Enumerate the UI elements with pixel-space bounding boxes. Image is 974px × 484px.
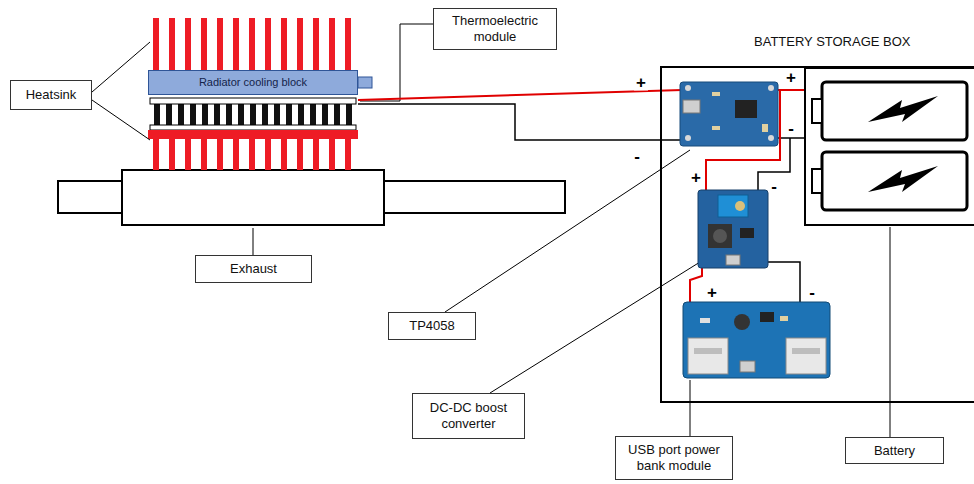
polarity-sign: - [632,148,642,165]
fin [201,139,207,170]
fin [281,139,287,170]
teg-leg [334,104,340,125]
teg-leg [226,104,232,125]
fin [169,18,175,70]
fin [153,139,159,170]
red-wire [690,268,702,302]
callout-box: TP4058 [388,312,476,340]
node-label: Radiator cooling block [199,76,307,88]
polarity-sign: - [786,120,796,137]
teg-leg [154,104,160,125]
black-wire [778,137,806,139]
fin [313,18,319,70]
radiator-block: Radiator cooling block [148,70,358,95]
teg-leg [274,104,280,125]
teg-leg [250,104,256,125]
leader-line [490,262,700,393]
teg-leg [190,104,196,125]
fin [249,18,255,70]
fin [313,139,319,170]
leader-line [92,42,150,92]
leader-line [253,228,254,255]
teg-plate [150,98,356,104]
fin [169,139,175,170]
black-wire [766,262,800,302]
polarity-sign: - [769,178,779,195]
node-label: USB port power bank module [622,442,726,473]
leader-line [445,150,690,312]
fin [329,18,335,70]
block-nozzle [358,77,372,88]
teg-leg [310,104,316,125]
polarity-sign: - [807,284,817,301]
teg-leg [346,104,352,125]
teg-leg [166,104,172,125]
callout-box: Battery [845,437,944,464]
teg-leg [238,104,244,125]
box-heading: BATTERY STORAGE BOX [754,34,911,49]
callout-box: Thermoelectric module [433,8,557,50]
fin [201,18,207,70]
fin [185,18,191,70]
fin [185,139,191,170]
tp4058-board [680,82,778,146]
exhaust-body [122,170,384,225]
polarity-sign: + [689,169,703,186]
battery-pack [805,68,974,225]
teg-leg [322,104,328,125]
node-label: Thermoelectric module [440,13,550,44]
fin [297,139,303,170]
storage-box: BATTERY STORAGE BOX [660,66,974,403]
fin [233,18,239,70]
teg-leg [286,104,292,125]
fin [281,18,287,70]
teg-plate [150,125,356,130]
callout-box: Heatsink [10,80,92,110]
fin [345,139,351,170]
node-label: Exhaust [230,261,277,277]
leader-line [890,227,891,437]
teg-leg [298,104,304,125]
fin [153,18,159,70]
fin [217,18,223,70]
fin [249,139,255,170]
node-label: DC-DC boost converter [419,400,518,431]
leader-line [360,24,433,101]
callout-box: DC-DC boost converter [412,393,525,439]
red-wire [358,90,682,100]
black-wire [358,104,682,140]
fin [345,18,351,70]
fin [265,139,271,170]
leader-line [92,100,150,140]
node-label: Heatsink [26,87,77,103]
usb-board [683,302,830,378]
fin [217,139,223,170]
polarity-sign: + [634,74,648,91]
polarity-sign: + [705,284,719,301]
boost-board [698,190,768,268]
teg-leg [178,104,184,125]
callout-box: USB port power bank module [615,436,733,480]
node-label: Battery [874,443,915,459]
leader-line [690,380,691,436]
heatsink-base [148,130,358,139]
teg-leg [214,104,220,125]
fin [265,18,271,70]
fin [233,139,239,170]
leader-lines [92,24,890,437]
teg-leg [262,104,268,125]
fin [297,18,303,70]
polarity-sign: + [784,69,798,86]
fin [329,139,335,170]
callout-box: Exhaust [195,255,312,283]
teg-leg [202,104,208,125]
node-label: TP4058 [409,318,455,334]
